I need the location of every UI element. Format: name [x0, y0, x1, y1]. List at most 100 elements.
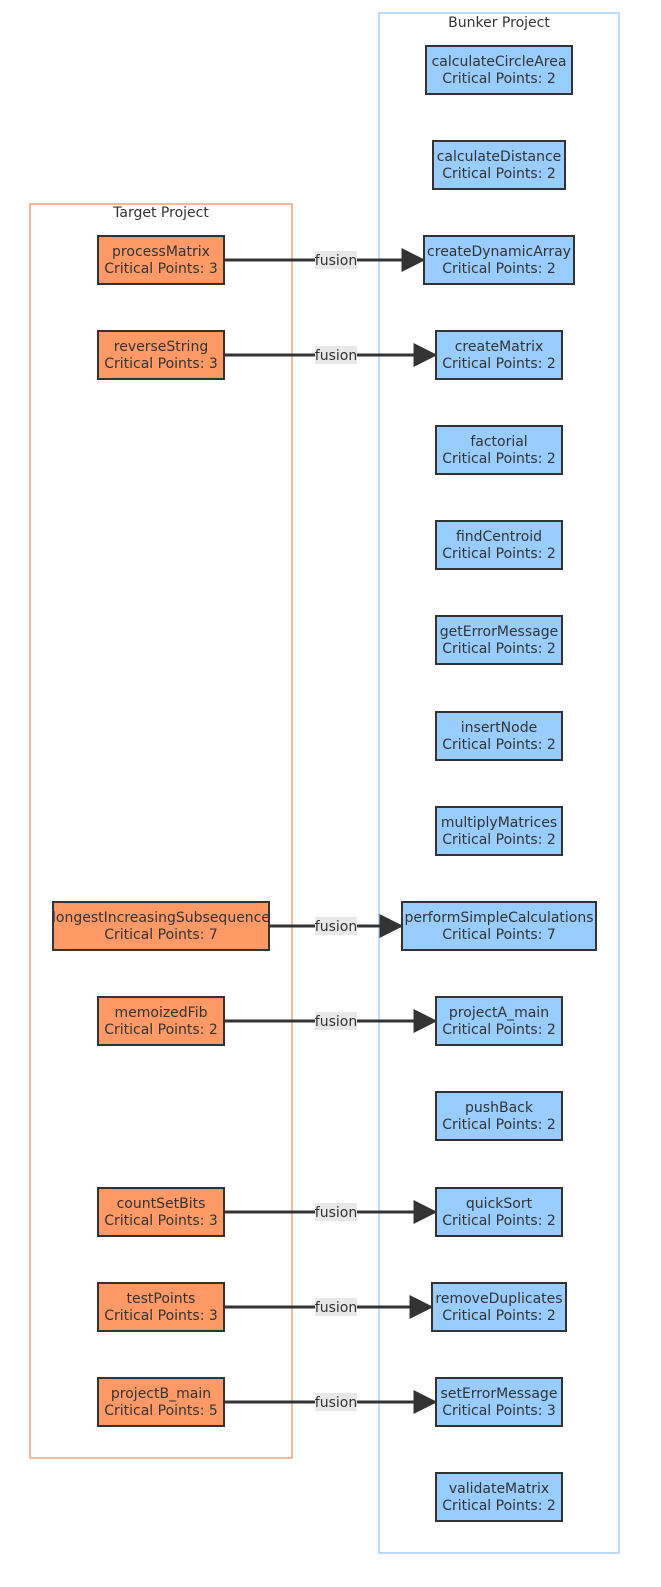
- node-box: [423, 235, 575, 285]
- node-name: createDynamicArray: [427, 244, 571, 260]
- node-critical-points: Critical Points: 2: [442, 1022, 556, 1038]
- node-critical-points: Critical Points: 3: [104, 356, 218, 372]
- node-box: [435, 425, 563, 475]
- edge-label: fusion: [315, 1395, 357, 1411]
- node-box: [401, 901, 597, 951]
- node-name: calculateCircleArea: [432, 54, 567, 70]
- edge-label-background: [315, 1012, 357, 1030]
- node-box: [435, 996, 563, 1046]
- edge-label: fusion: [315, 348, 357, 364]
- node-box: [435, 1377, 563, 1427]
- node-box: [435, 1472, 563, 1522]
- node-name: findCentroid: [456, 529, 542, 545]
- node-critical-points: Critical Points: 2: [442, 1117, 556, 1133]
- edge-label: fusion: [315, 919, 357, 935]
- node-name: setErrorMessage: [441, 1386, 558, 1402]
- node-critical-points: Critical Points: 2: [442, 1213, 556, 1229]
- edge-reverse-string-to-create-matrix: fusion: [224, 343, 438, 367]
- node-name: longestIncreasingSubsequence: [52, 910, 270, 926]
- node-name: performSimpleCalculations: [404, 910, 593, 926]
- node-box: [97, 330, 225, 380]
- edge-label-background: [315, 1298, 357, 1316]
- edge-test-points-to-remove-duplicates: fusion: [224, 1295, 434, 1319]
- node-critical-points: Critical Points: 2: [442, 261, 556, 277]
- edge-label: fusion: [315, 1300, 357, 1316]
- edge-label-background: [315, 917, 357, 935]
- edge-label-background: [315, 346, 357, 364]
- node-name: factorial: [470, 434, 527, 450]
- target-project-title: Target Project: [112, 205, 209, 221]
- node-box: [435, 1187, 563, 1237]
- node-name: testPoints: [127, 1291, 196, 1307]
- node-name: insertNode: [461, 720, 537, 736]
- node-name: calculateDistance: [437, 149, 562, 165]
- node-critical-points: Critical Points: 2: [442, 356, 556, 372]
- target-project-cluster: Target Project: [29, 203, 293, 1459]
- node-box: [435, 330, 563, 380]
- node-name: removeDuplicates: [435, 1291, 562, 1307]
- node-box: [435, 711, 563, 761]
- node-name: projectB_main: [111, 1386, 211, 1402]
- edge-label: fusion: [315, 1205, 357, 1221]
- edge-project-b-main-to-set-error-message: fusion: [224, 1390, 438, 1414]
- node-name: quickSort: [466, 1196, 533, 1212]
- node-box: [52, 901, 270, 951]
- node-critical-points: Critical Points: 3: [104, 261, 218, 277]
- node-name: countSetBits: [117, 1196, 206, 1212]
- edge-label-background: [315, 1203, 357, 1221]
- node-critical-points: Critical Points: 2: [442, 451, 556, 467]
- node-box: [97, 235, 225, 285]
- node-name: validateMatrix: [449, 1481, 549, 1497]
- bunker-project-cluster: Bunker Project: [378, 12, 620, 1554]
- node-critical-points: Critical Points: 2: [442, 166, 556, 182]
- edge-longest-increasing-subsequence-to-perform-simple-calculations: fusion: [269, 914, 404, 938]
- node-box: [97, 1187, 225, 1237]
- edge-label-background: [315, 251, 357, 269]
- node-critical-points: Critical Points: 2: [442, 641, 556, 657]
- node-name: processMatrix: [112, 244, 210, 260]
- node-critical-points: Critical Points: 2: [442, 1308, 556, 1324]
- node-box: [435, 615, 563, 665]
- node-critical-points: Critical Points: 2: [442, 737, 556, 753]
- edges: fusionfusionfusionfusionfusionfusionfusi…: [224, 248, 438, 1414]
- node-box: [97, 1377, 225, 1427]
- node-critical-points: Critical Points: 7: [104, 927, 218, 943]
- node-box: [435, 806, 563, 856]
- node-name: multiplyMatrices: [441, 815, 557, 831]
- node-box: [431, 1282, 567, 1332]
- node-critical-points: Critical Points: 2: [442, 1498, 556, 1514]
- bunker-project-title: Bunker Project: [448, 15, 550, 31]
- node-critical-points: Critical Points: 2: [442, 546, 556, 562]
- node-box: [97, 1282, 225, 1332]
- edge-label-background: [315, 1393, 357, 1411]
- node-critical-points: Critical Points: 2: [104, 1022, 218, 1038]
- node-box: [435, 520, 563, 570]
- edge-memoized-fib-to-project-a-main: fusion: [224, 1009, 438, 1033]
- node-name: createMatrix: [455, 339, 544, 355]
- node-critical-points: Critical Points: 7: [442, 927, 556, 943]
- node-critical-points: Critical Points: 3: [104, 1213, 218, 1229]
